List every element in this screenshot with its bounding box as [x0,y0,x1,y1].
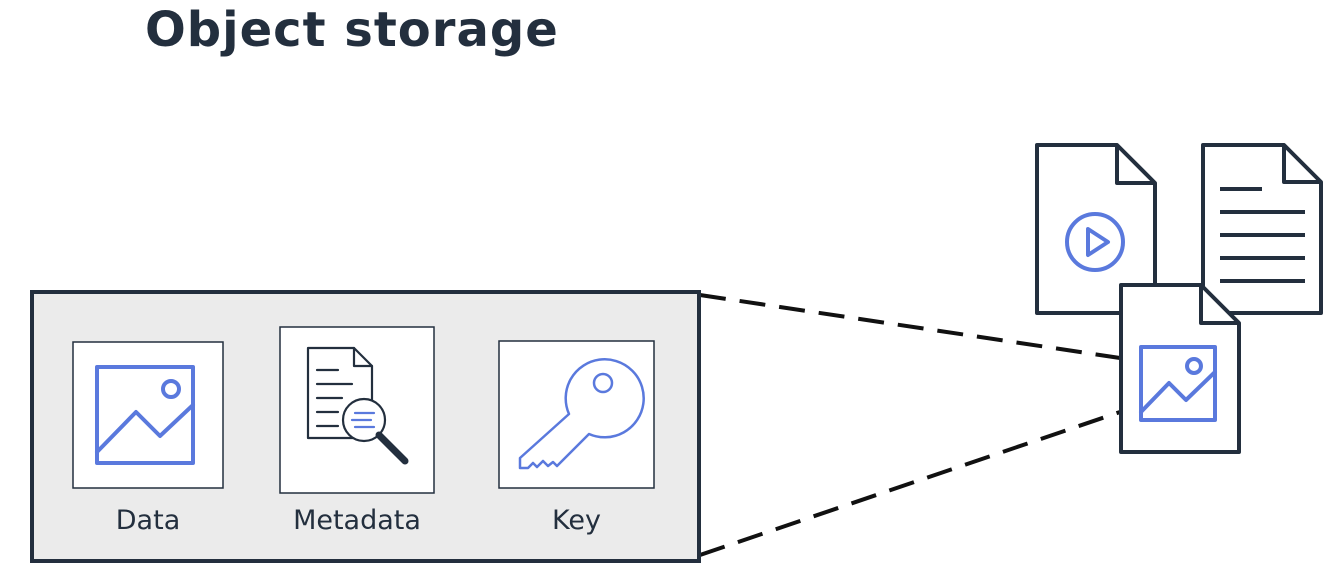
page-title: Object storage [145,2,559,58]
key-label: Key [552,505,601,536]
image-file-icon [1119,283,1241,454]
video-file-icon [1035,143,1157,315]
key-icon [518,358,645,470]
metadata-box [279,326,435,494]
document-search-icon [306,346,409,465]
data-box [72,341,224,489]
image-icon [95,365,195,465]
connector-line-bottom [699,410,1121,557]
metadata-label: Metadata [293,505,421,536]
connector-line-top [699,293,1121,360]
text-file-icon [1201,143,1323,315]
key-box [498,340,655,489]
data-label: Data [115,505,181,536]
